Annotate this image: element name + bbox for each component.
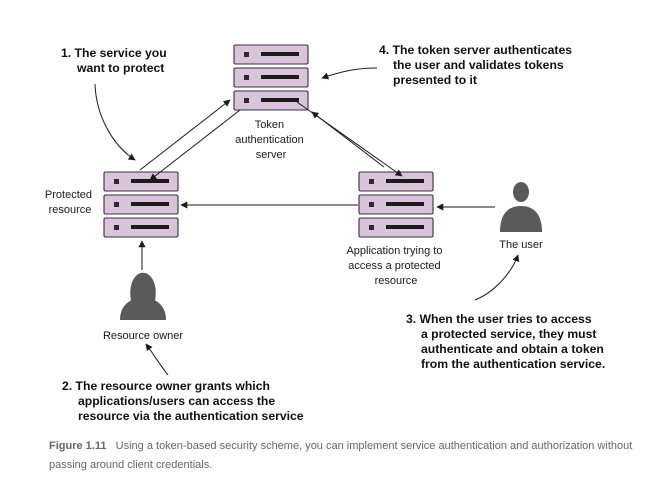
user-label: The user <box>499 239 543 251</box>
callout-pointers <box>94 67 520 376</box>
application-stack <box>358 171 434 238</box>
pointer-callout-3 <box>474 254 520 301</box>
figure-caption: Figure 1.11 Using a token-based security… <box>49 437 649 475</box>
token-server-stack <box>233 44 309 111</box>
pointer-callout-2 <box>145 343 169 376</box>
connectors <box>138 99 495 270</box>
protected-resource-label: Protected resource <box>45 189 95 216</box>
callout-3: 3. When the user tries to access a prote… <box>406 312 607 371</box>
pointer-callout-4 <box>321 67 378 80</box>
resource-owner-label: Resource owner <box>103 330 183 342</box>
figure-caption-text: Using a token-based security scheme, you… <box>49 440 633 471</box>
callout-2: 2. The resource owner grants which appli… <box>62 379 304 423</box>
user-person-icon <box>500 182 542 232</box>
callout-1: 1. The service you want to protect <box>61 46 170 75</box>
pointer-callout-1 <box>94 83 136 161</box>
arrow-protected-to-token <box>139 99 231 171</box>
protected-resource-stack <box>103 171 179 238</box>
arrow-token-to-protected <box>149 109 241 181</box>
callout-4: 4. The token server authenticates the us… <box>379 43 575 87</box>
diagram: Token authentication server Protected re… <box>45 43 607 423</box>
arrow-token-to-application <box>296 101 403 177</box>
application-label: Application trying to access a protected… <box>346 245 445 287</box>
figure-label: Figure 1.11 <box>49 440 107 452</box>
resource-owner-person-icon <box>120 272 166 320</box>
token-server-label: Token authentication server <box>235 119 307 161</box>
